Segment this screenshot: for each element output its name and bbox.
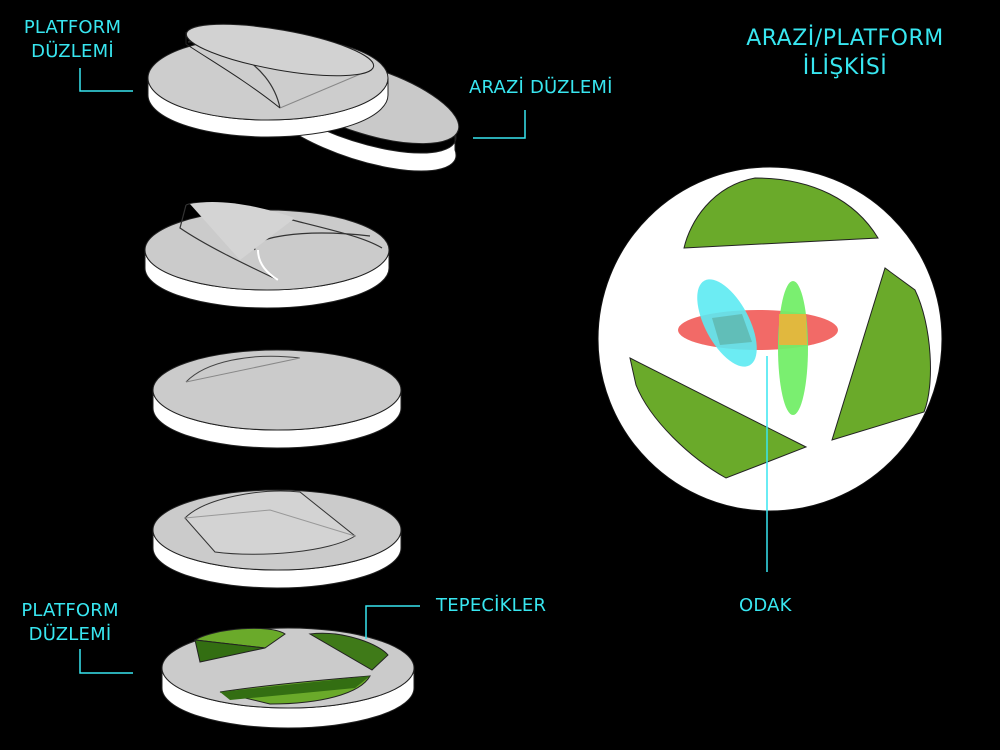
hills-label: TEPECİKLER	[436, 595, 547, 616]
plan-view	[597, 166, 943, 572]
focus-label: ODAK	[739, 595, 792, 616]
focus-overlap	[678, 279, 838, 415]
layer-3-disc	[152, 349, 402, 449]
title-label: ARAZİ/PLATFORM İLİŞKİSİ	[746, 26, 944, 80]
layer-5-disc-hills	[161, 627, 415, 729]
leader-lines	[79, 68, 526, 674]
layer-1-platform-terrain	[147, 23, 460, 172]
platform-plane-label-top: PLATFORM DÜZLEMİ	[23, 17, 122, 62]
terrain-plane-label: ARAZİ DÜZLEMİ	[469, 77, 613, 98]
platform-plane-label-bottom: PLATFORM DÜZLEMİ	[21, 600, 119, 645]
raised-slab	[185, 23, 375, 109]
layer-2-disc	[144, 201, 390, 309]
layer-4-disc	[152, 489, 402, 589]
